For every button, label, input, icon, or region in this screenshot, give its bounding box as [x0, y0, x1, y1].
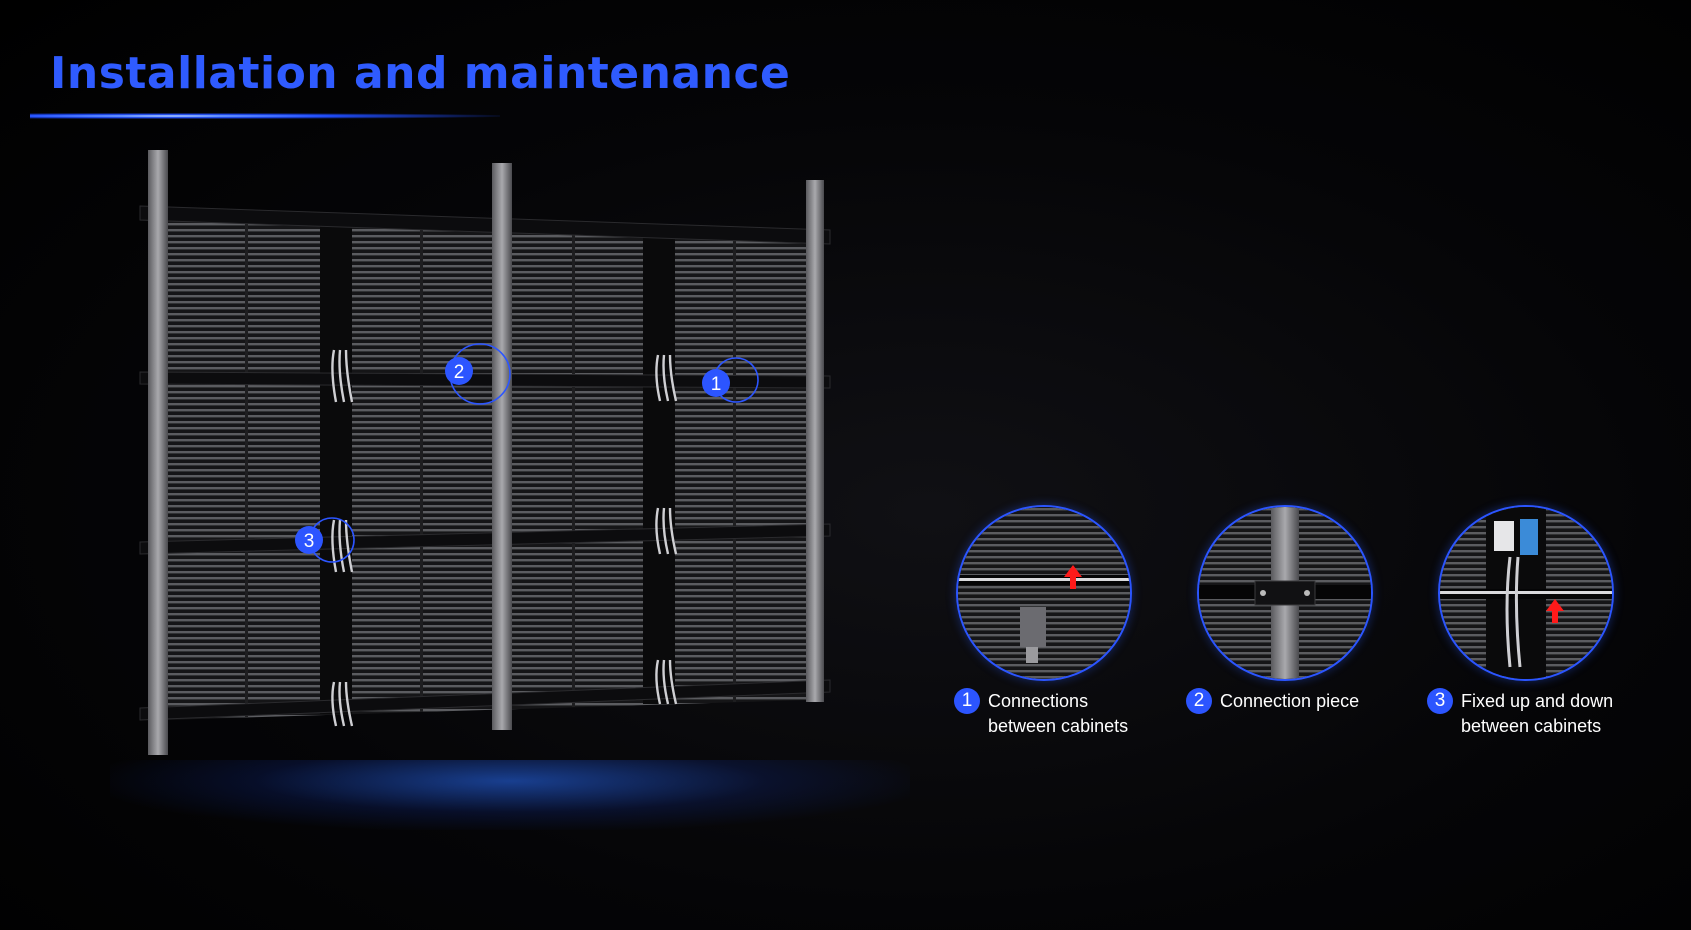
wall-marker-1: 1: [702, 357, 759, 403]
callout-2: 2 Connection piece: [1186, 688, 1360, 714]
steel-posts: [148, 150, 824, 755]
led-cabinets: [165, 216, 810, 720]
callout-label: Connection piece: [1220, 691, 1360, 711]
svg-text:2: 2: [454, 362, 465, 383]
detail-connection-piece: [1197, 505, 1373, 681]
callout-label: Connections between cabinets: [988, 691, 1129, 736]
detail-fixed-up-and-down: [1438, 505, 1614, 681]
callout-1: 1 Connections between cabinets: [954, 688, 1129, 739]
floor-light-glow: [110, 760, 910, 830]
detail-connections-between-cabinets: [956, 505, 1132, 681]
callout-label: Fixed up and down between cabinets: [1461, 691, 1614, 736]
svg-text:1: 1: [711, 374, 722, 395]
callout-3: 3 Fixed up and down between cabinets: [1427, 688, 1614, 739]
page-title: Installation and maintenance: [50, 48, 791, 99]
callout-number-badge: 1: [954, 688, 980, 714]
title-underline-glow: [30, 113, 500, 119]
callout-number-badge: 2: [1186, 688, 1212, 714]
up-arrow-icon: [1064, 565, 1082, 589]
cabinet-cables: [331, 349, 678, 727]
wall-marker-2: 2: [445, 343, 511, 405]
callout-number-badge: 3: [1427, 688, 1453, 714]
svg-text:3: 3: [304, 531, 315, 552]
up-arrow-icon: [1546, 599, 1564, 623]
wall-marker-3: 3: [295, 517, 355, 563]
